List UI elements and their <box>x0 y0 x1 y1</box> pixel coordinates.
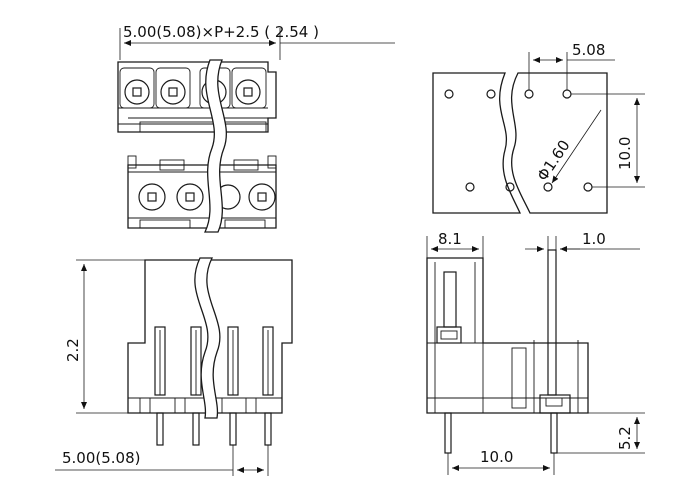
front-view: 2.2 5.00(5.08) <box>55 257 293 476</box>
side-view: 8.1 1.0 10.0 5.2 <box>426 230 645 475</box>
front-pins <box>139 326 274 446</box>
side-pin-spacing-label: 10.0 <box>480 448 513 466</box>
pin-length-label: 5.2 <box>616 426 634 450</box>
front-height-label: 2.2 <box>64 338 82 362</box>
pcb-pitch-label: 5.08 <box>572 41 605 59</box>
right-lead <box>550 412 558 454</box>
top-pitch-formula-label: 5.00(5.08)×P+2.5 ( 2.54 ) <box>123 23 319 41</box>
pin-thickness-label: 1.0 <box>582 230 606 248</box>
side-width-label: 8.1 <box>438 230 462 248</box>
pcb-row-spacing-label: 10.0 <box>616 137 634 170</box>
bottom-pitch-label: 5.00(5.08) <box>62 449 141 467</box>
pcb-layout-view: 5.08 10.0 Φ1.60 <box>432 41 645 214</box>
top-view: 5.00(5.08)×P+2.5 ( 2.54 ) <box>117 23 395 233</box>
break-line <box>203 59 227 233</box>
front-break-line <box>194 257 221 419</box>
left-lead <box>444 412 452 454</box>
lower-terminal-screws <box>138 183 276 211</box>
